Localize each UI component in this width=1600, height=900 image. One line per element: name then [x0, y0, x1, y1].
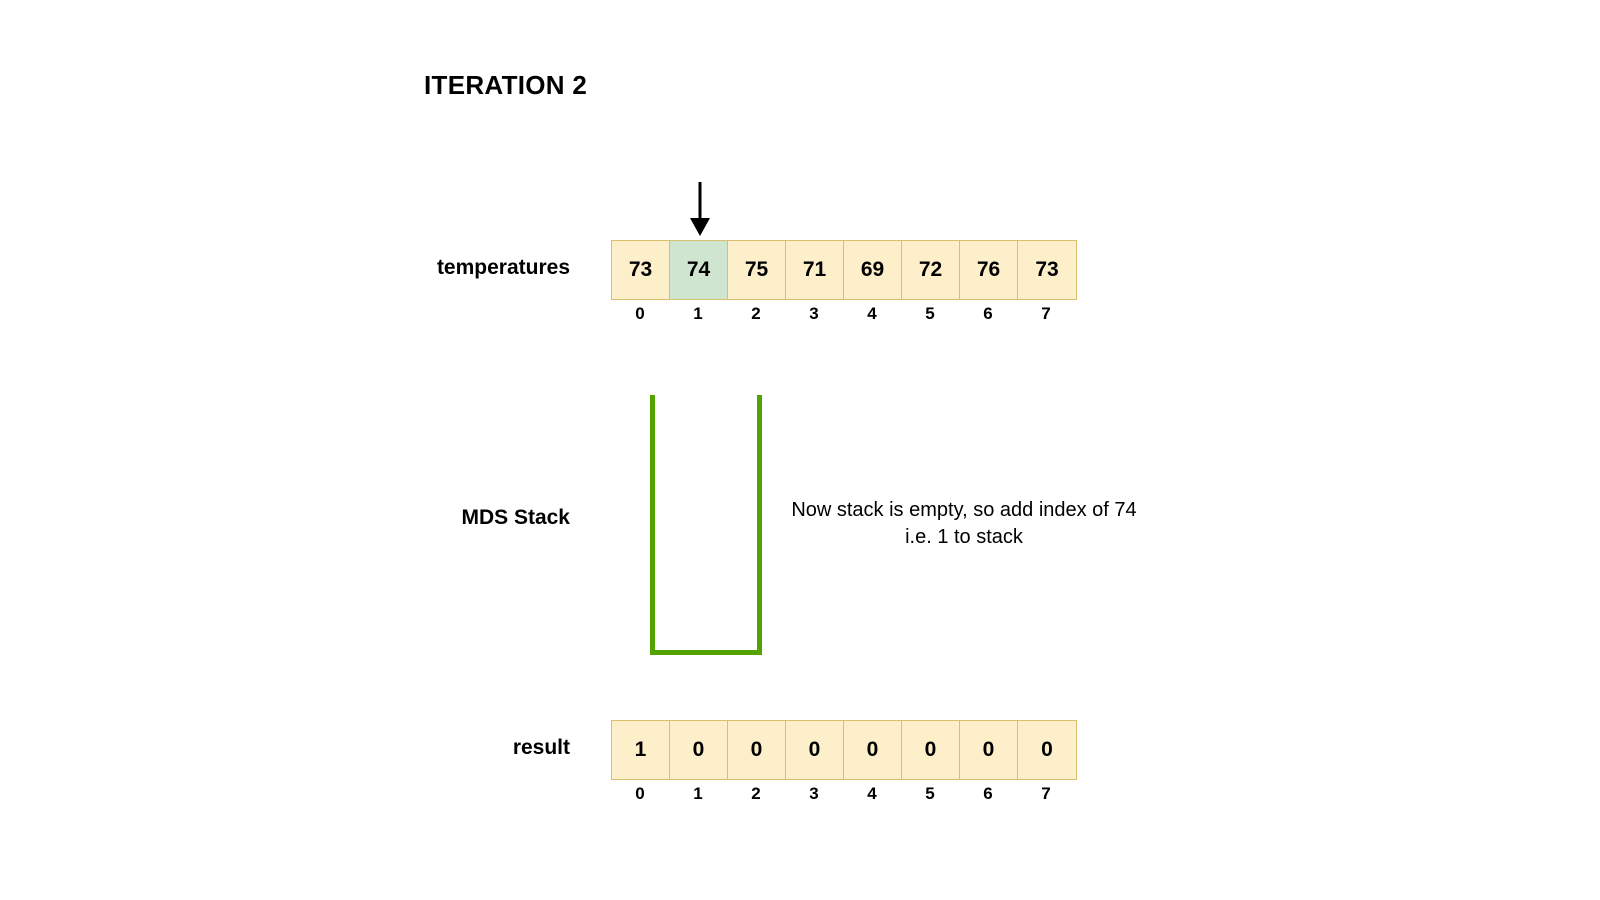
index-label: 1 — [693, 784, 703, 803]
index-label: 3 — [809, 304, 819, 323]
index-label: 1 — [693, 304, 703, 323]
index-label: 0 — [635, 784, 645, 803]
index-label: 5 — [925, 784, 935, 803]
temperatures-cells: 73 74 75 71 69 72 76 73 — [611, 240, 1077, 300]
array-cell[interactable]: 0 — [670, 721, 728, 779]
index-label: 6 — [983, 304, 993, 323]
array-cell[interactable]: 0 — [844, 721, 902, 779]
index-label: 2 — [751, 304, 761, 323]
result-index-row: 0 1 2 3 4 5 6 7 — [611, 784, 1077, 804]
index-label: 4 — [867, 304, 877, 323]
array-cell[interactable]: 0 — [786, 721, 844, 779]
temperatures-array: 73 74 75 71 69 72 76 73 0 1 2 3 4 5 6 7 — [611, 240, 1077, 324]
index-label: 6 — [983, 784, 993, 803]
down-arrow-icon — [690, 182, 710, 236]
result-cells: 1 0 0 0 0 0 0 0 — [611, 720, 1077, 780]
index-label: 0 — [635, 304, 645, 323]
array-cell[interactable]: 76 — [960, 241, 1018, 299]
array-cell-highlighted[interactable]: 74 — [670, 241, 728, 299]
array-cell[interactable]: 73 — [1018, 241, 1076, 299]
index-label: 7 — [1041, 304, 1051, 323]
index-label: 7 — [1041, 784, 1051, 803]
index-label: 4 — [867, 784, 877, 803]
page-title: ITERATION 2 — [424, 70, 588, 100]
array-cell[interactable]: 71 — [786, 241, 844, 299]
array-cell[interactable]: 69 — [844, 241, 902, 299]
index-label: 3 — [809, 784, 819, 803]
mds-stack-container[interactable] — [650, 395, 762, 655]
mds-stack-label: MDS Stack — [461, 506, 570, 529]
result-label: result — [512, 736, 570, 759]
index-label: 2 — [751, 784, 761, 803]
array-cell[interactable]: 1 — [612, 721, 670, 779]
array-cell[interactable]: 0 — [960, 721, 1018, 779]
index-label: 5 — [925, 304, 935, 323]
array-cell[interactable]: 0 — [728, 721, 786, 779]
stack-annotation-note: Now stack is empty, so add index of 74 i… — [791, 499, 1137, 548]
array-cell[interactable]: 0 — [902, 721, 960, 779]
result-array: 1 0 0 0 0 0 0 0 0 1 2 3 4 5 6 7 — [611, 720, 1077, 804]
temperatures-index-row: 0 1 2 3 4 5 6 7 — [611, 304, 1077, 324]
temperatures-label: temperatures — [436, 256, 570, 279]
array-cell[interactable]: 72 — [902, 241, 960, 299]
array-cell[interactable]: 75 — [728, 241, 786, 299]
array-cell[interactable]: 0 — [1018, 721, 1076, 779]
array-cell[interactable]: 73 — [612, 241, 670, 299]
